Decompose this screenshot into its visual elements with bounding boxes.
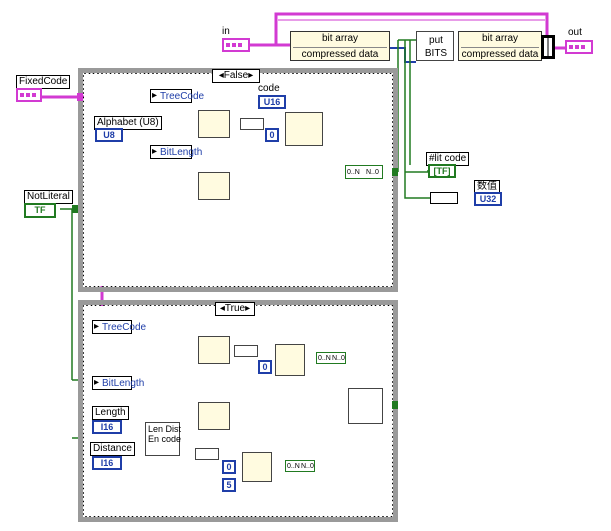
lit-code-terminal[interactable]: [TF] [428, 164, 456, 178]
index-array-true-2 [198, 402, 230, 430]
tunnel-fixedcode [77, 93, 83, 101]
distance-terminal[interactable]: I16 [92, 456, 122, 470]
fixedcode-label: FixedCode [16, 75, 71, 89]
bundle-node: bit array compressed data [458, 31, 542, 61]
selector-left-arrow-true[interactable]: ◂ [219, 303, 225, 314]
case-true-interior [84, 306, 392, 516]
case-false-selector[interactable]: ◂False▸ [212, 69, 260, 83]
code-label: code [258, 83, 280, 94]
selector-left-arrow[interactable]: ◂ [218, 70, 224, 81]
range-label-false-1: 0..N [347, 169, 360, 176]
notliteral-label: NotLiteral [24, 190, 73, 204]
treecode-false-label: TreeCode [160, 91, 205, 102]
tunnel-notliteral [72, 205, 78, 213]
range-node-true-2: 0..N N..0 [285, 460, 315, 472]
build-array-true-2 [242, 452, 272, 482]
count-terminal[interactable]: U32 [474, 192, 502, 206]
index-array-node-2 [198, 172, 230, 200]
length-label: Length [92, 406, 129, 420]
treecode-true-node: ▸ TreeCode [92, 320, 146, 334]
bitlength-false-label: BitLength [160, 147, 203, 158]
bundle-tunnel [541, 35, 555, 59]
bundle-row-compressed: compressed data [461, 47, 539, 60]
case-false-selector-label: False [223, 70, 249, 81]
range-label-true-1b: N..0 [332, 355, 345, 362]
put-bits-subvi[interactable]: put BITS [416, 31, 454, 61]
build-array-node-false [285, 112, 323, 146]
out-terminal[interactable] [565, 40, 593, 54]
unbundle-node: bit array compressed data [290, 31, 390, 61]
len-dist-encode-subvi[interactable]: Len Dist En code [145, 422, 182, 456]
in-terminal[interactable] [222, 38, 250, 52]
build-array-concat-true [348, 388, 383, 424]
bitlength-true-label: BitLength [102, 378, 145, 389]
in-label: in [222, 26, 230, 37]
index-array-node-1 [198, 110, 230, 138]
treecode-true-arrow: ▸ [94, 321, 100, 332]
range-label-true-2a: 0..N [287, 463, 300, 470]
build-array-true-1 [275, 344, 305, 376]
out-label: out [568, 27, 582, 38]
array-size-node [430, 192, 458, 204]
case-false-interior [84, 74, 392, 286]
bitlength-false-arrow: ▸ [152, 146, 158, 157]
unbundle-row-bit-array: bit array [321, 33, 359, 44]
treecode-false-arrow: ▸ [152, 90, 158, 101]
case-true-selector[interactable]: ◂True▸ [215, 302, 255, 316]
range-label-true-1a: 0..N [318, 355, 331, 362]
const-five-true[interactable]: 5 [222, 478, 236, 492]
treecode-false-node: ▸ TreeCode [150, 89, 204, 103]
const-zero-true-1[interactable]: 0 [258, 360, 272, 374]
range-node-false: 0..N N..0 [345, 165, 383, 179]
range-node-true-1: 0..N N..0 [316, 352, 346, 364]
tunnel-false-right [392, 168, 398, 176]
bundle-row-bit-array: bit array [481, 33, 519, 44]
fixedcode-terminal[interactable] [16, 88, 42, 102]
unbundle-row-compressed: compressed data [293, 47, 387, 62]
range-label-true-2b: N..0 [301, 463, 314, 470]
bitlength-false-node: ▸ BitLength [150, 145, 202, 159]
number-to-bool-array-false [240, 118, 264, 130]
selector-right-arrow[interactable]: ▸ [248, 70, 254, 81]
selector-right-arrow-true[interactable]: ▸ [245, 303, 251, 314]
case-true-selector-label: True [224, 303, 246, 314]
len-dist-encode-label: Len Dist En code [148, 424, 182, 444]
distance-label: Distance [90, 442, 135, 456]
const-zero-true-2[interactable]: 0 [222, 460, 236, 474]
treecode-true-label: TreeCode [102, 322, 147, 333]
code-terminal[interactable]: U16 [258, 95, 286, 109]
range-label-false-2: N..0 [366, 169, 379, 176]
number-to-bool-true-2 [195, 448, 219, 460]
index-array-true-1 [198, 336, 230, 364]
bitlength-true-node: ▸ BitLength [92, 376, 144, 390]
alphabet-label: Alphabet (U8) [94, 116, 162, 130]
notliteral-terminal[interactable]: TF [24, 203, 56, 218]
number-to-bool-true-1 [234, 345, 258, 357]
bitlength-true-arrow: ▸ [94, 377, 100, 388]
put-bits-label: put BITS [424, 35, 448, 59]
alphabet-terminal[interactable]: U8 [95, 128, 123, 142]
length-terminal[interactable]: I16 [92, 420, 122, 434]
const-zero-false[interactable]: 0 [265, 128, 279, 142]
tunnel-true-right [392, 401, 398, 409]
